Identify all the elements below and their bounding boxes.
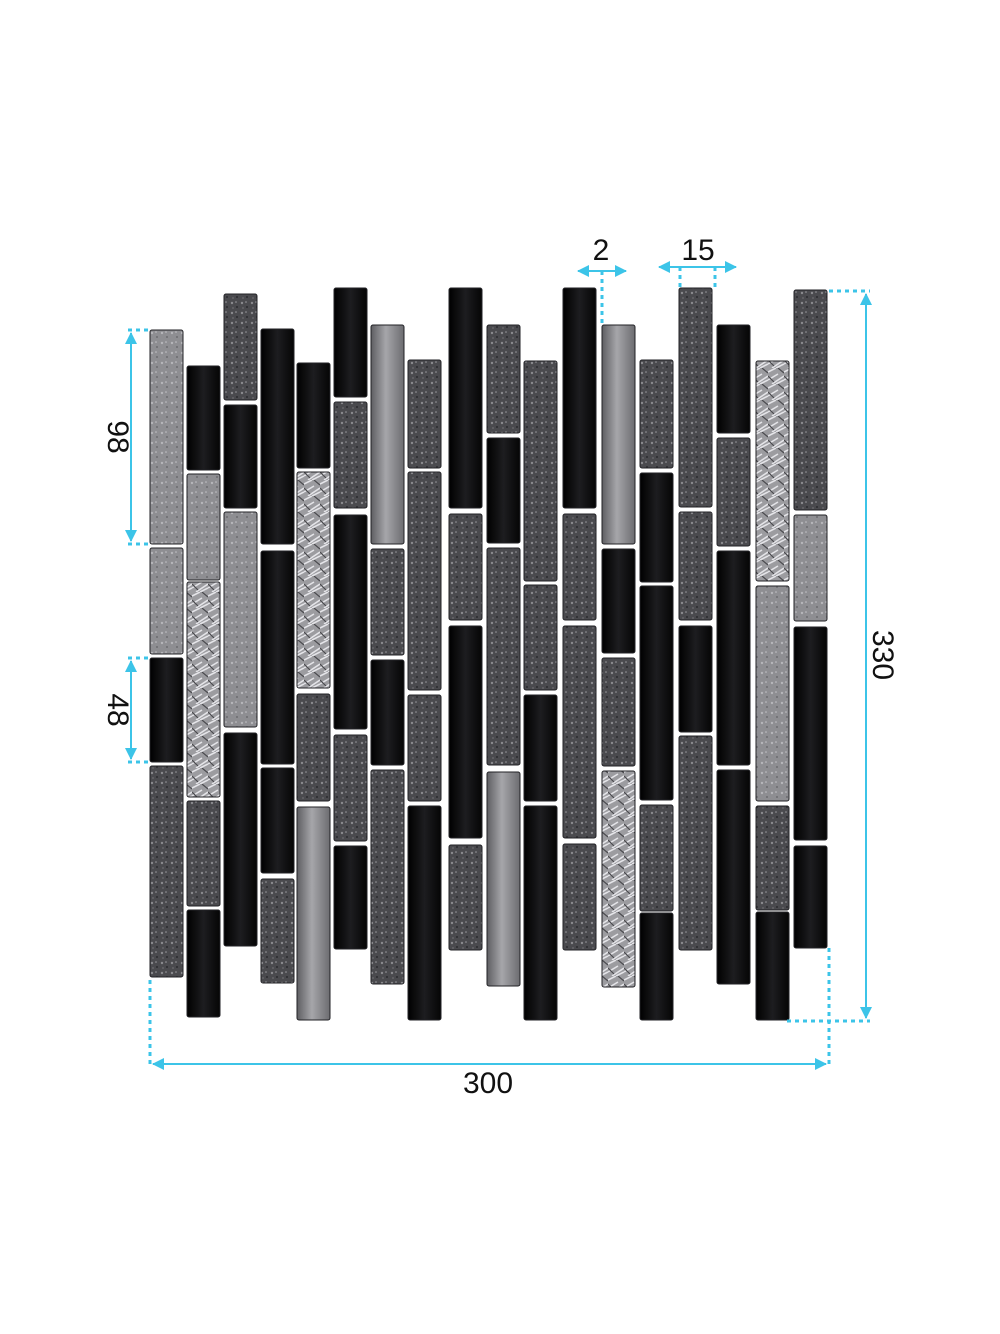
black-glass-tile [260,767,295,874]
strip-width-dimension-label: 15 [681,234,714,267]
black-glass-tile [793,845,828,949]
dimension-annotations [125,261,872,1070]
black-glass-tile [407,805,442,1021]
mosaic-sheet [149,287,828,1021]
black-glass-tile [186,909,221,1018]
glitter-tile [716,437,751,547]
silver-foil-tile [601,770,636,988]
silver-foil-tile [296,471,331,689]
glitter-tile [639,359,674,469]
black-glass-tile [755,911,790,1021]
glitter-tile [678,287,713,508]
black-glass-tile [223,732,258,947]
black-glass-tile [333,514,368,730]
glitter-tile [639,804,674,912]
black-glass-tile [296,362,331,469]
black-glass-tile [260,550,295,765]
black-glass-tile [716,324,751,434]
glitter-tile [407,694,442,802]
glitter-tile [486,324,521,434]
glitter-tile [370,548,405,656]
width-dimension-label: 300 [463,1067,513,1100]
black-glass-tile [523,805,558,1021]
glitter-tile [755,805,790,911]
glitter-tile [223,293,258,401]
black-glass-tile [370,659,405,766]
black-glass-tile [333,845,368,950]
glitter-tile [296,693,331,802]
glitter-tile [523,584,558,691]
black-glass-tile [260,328,295,545]
silver-foil-tile [186,581,221,798]
black-glass-tile [486,437,521,544]
glitter-tile [678,735,713,951]
glitter-tile [407,359,442,469]
glitter-tile [678,511,713,621]
light-glitter-tile [793,514,828,622]
light-glitter-tile [223,511,258,728]
glitter-tile [186,800,221,907]
black-glass-tile [601,548,636,654]
black-glass-tile [639,472,674,583]
metallic-tile [601,324,636,545]
glitter-tile [333,734,368,842]
light-glitter-tile [149,547,184,655]
black-glass-tile [223,404,258,509]
black-glass-tile [448,625,483,839]
black-glass-tile [562,287,597,509]
glitter-tile [333,401,368,509]
silver-foil-tile [755,360,790,582]
black-glass-tile [186,365,221,471]
black-glass-tile [149,657,184,763]
gap-dimension-label: 2 [593,234,610,267]
black-glass-tile [639,912,674,1021]
glitter-tile [448,844,483,951]
glitter-tile [562,513,597,621]
glitter-tile [562,843,597,951]
glitter-tile [601,657,636,767]
black-glass-tile [523,694,558,802]
light-glitter-tile [755,585,790,802]
height-dimension-label: 330 [866,630,899,680]
metallic-tile [370,324,405,545]
long-tile-dimension-label: 98 [101,420,134,453]
metallic-tile [296,806,331,1021]
glitter-tile [523,360,558,582]
black-glass-tile [333,287,368,398]
glitter-tile [407,471,442,691]
metallic-tile [486,771,521,987]
glitter-tile [260,878,295,984]
glitter-tile [793,289,828,511]
black-glass-tile [793,626,828,841]
black-glass-tile [716,769,751,985]
glitter-tile [370,769,405,985]
black-glass-tile [678,625,713,733]
glitter-tile [562,625,597,839]
black-glass-tile [448,287,483,509]
light-glitter-tile [149,329,184,545]
glitter-tile [149,765,184,978]
short-tile-dimension-label: 48 [101,693,134,726]
black-glass-tile [639,585,674,801]
glitter-tile [486,547,521,766]
glitter-tile [448,513,483,621]
black-glass-tile [716,550,751,766]
light-glitter-tile [186,473,221,581]
